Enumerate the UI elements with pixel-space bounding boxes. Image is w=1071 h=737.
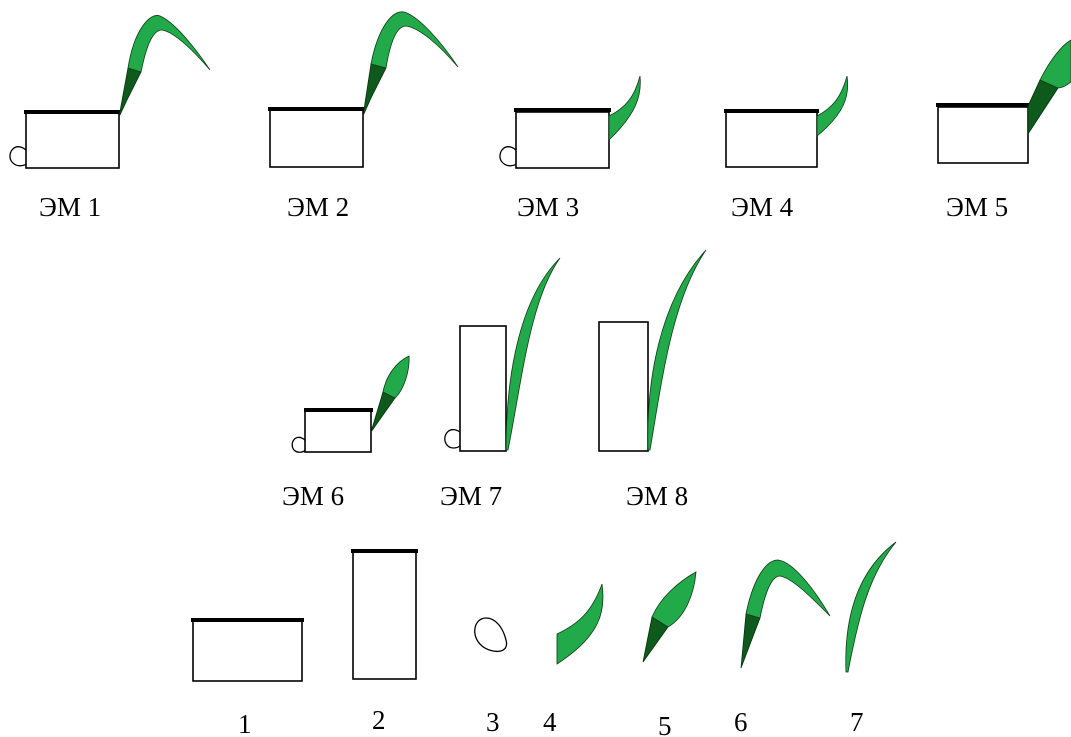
leaf-icon — [816, 75, 849, 137]
embryo-label-1: ЭМ 1 — [39, 192, 101, 222]
leaf-icon — [647, 249, 707, 451]
body-rect — [937, 106, 1029, 164]
embryo-model-5 — [936, 39, 1071, 164]
component-7 — [845, 541, 897, 673]
body-rect — [459, 325, 507, 452]
component-2 — [351, 549, 418, 680]
leaf-icon — [556, 583, 604, 665]
embryo-model-7 — [444, 257, 561, 452]
leaf-icon — [505, 257, 561, 451]
component-label-5: 5 — [658, 711, 672, 737]
seed-icon — [444, 429, 462, 449]
embryo-model-6 — [291, 355, 410, 453]
component-1 — [191, 618, 304, 682]
embryo-model-3 — [499, 75, 641, 169]
wide-rect — [192, 620, 303, 682]
tall-rect — [352, 551, 417, 680]
sheath-icon — [362, 63, 387, 117]
embryo-label-3: ЭМ 3 — [517, 192, 579, 222]
component-label-6: 6 — [734, 707, 748, 737]
leaf-icon — [127, 15, 211, 73]
sheath-icon — [740, 613, 761, 669]
embryo-label-4: ЭМ 4 — [731, 192, 794, 222]
sheath-icon — [1027, 79, 1059, 136]
component-label-3: 3 — [486, 707, 500, 737]
embryo-label-5: ЭМ 5 — [946, 192, 1008, 222]
embryo-model-1 — [9, 15, 211, 169]
leaf-icon — [1039, 39, 1071, 89]
body-rect — [515, 111, 610, 169]
component-3 — [474, 617, 508, 652]
component-label-1: 1 — [238, 709, 252, 737]
seed-icon — [291, 436, 307, 453]
body-rect — [725, 111, 818, 168]
embryo-label-6: ЭМ 6 — [282, 481, 344, 511]
embryo-label-8: ЭМ 8 — [626, 481, 688, 511]
component-label-2: 2 — [372, 705, 386, 735]
component-label-7: 7 — [850, 707, 864, 737]
leaf-icon — [370, 11, 459, 69]
leaf-icon — [651, 571, 697, 628]
sheath-icon — [370, 391, 396, 433]
embryo-label-2: ЭМ 2 — [287, 192, 349, 222]
component-5 — [642, 571, 697, 663]
leaf-icon — [382, 355, 410, 399]
component-label-4: 4 — [543, 707, 557, 737]
sheath-icon — [118, 67, 142, 118]
leaf-icon — [845, 541, 897, 673]
body-rect — [25, 112, 120, 169]
leaf-icon — [608, 75, 641, 141]
embryo-label-7: ЭМ 7 — [440, 481, 502, 511]
body-rect — [304, 410, 372, 453]
component-6 — [740, 559, 831, 669]
component-4 — [556, 583, 604, 665]
seed-icon — [474, 617, 508, 652]
body-rect — [598, 321, 649, 452]
embryo-model-4 — [724, 75, 849, 168]
body-rect — [269, 109, 364, 168]
embryo-model-2 — [268, 11, 459, 168]
embryo-model-8 — [598, 249, 707, 452]
leaf-icon — [745, 559, 831, 619]
